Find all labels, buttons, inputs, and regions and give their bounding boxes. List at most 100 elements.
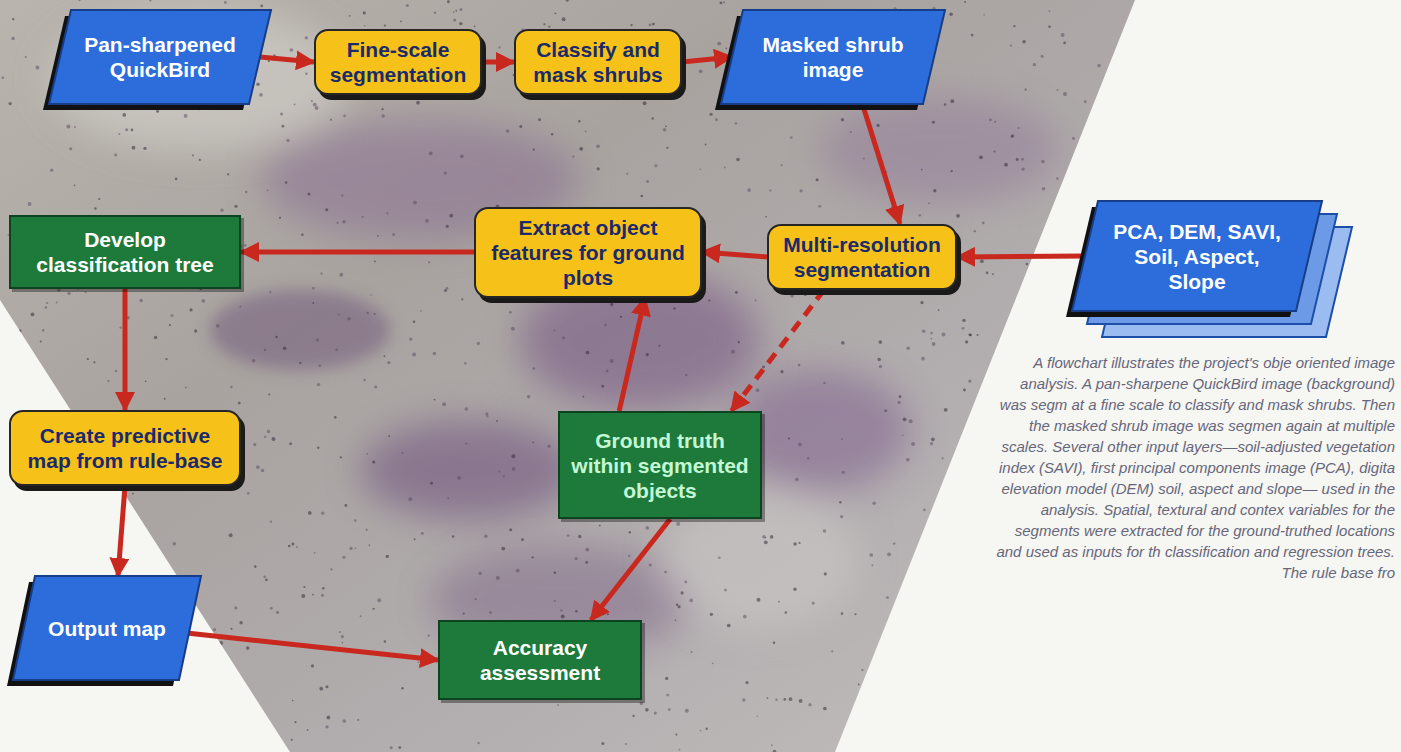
parallelogram-outline [721, 10, 945, 104]
shrub-dot [463, 612, 465, 614]
shrub-dot [1113, 712, 1117, 716]
shrub-dot [275, 336, 277, 338]
shrub-dot [289, 48, 293, 52]
shrub-dot [272, 437, 276, 441]
shrub-dot [952, 600, 954, 602]
shrub-dot [706, 728, 708, 730]
shrub-dot [778, 601, 780, 603]
shrub-dot [913, 711, 916, 714]
io-parallelogram: Output map [13, 576, 201, 680]
shrub-dot [909, 419, 913, 423]
shrub-dot [1012, 134, 1015, 137]
shrub-dot [289, 442, 292, 445]
shrub-dot [230, 628, 232, 630]
shrub-dot [932, 342, 936, 346]
process-box: Create predictive map from rule-base [9, 410, 241, 486]
shrub-dot [335, 348, 338, 351]
shrub-dot [646, 180, 649, 183]
node-label: PCA, DEM, SAVI, Soil, Aspect, Slope [1106, 219, 1288, 294]
shrub-dot [501, 547, 505, 551]
shrub-dot [995, 714, 997, 716]
shrub-dot [455, 10, 457, 12]
shrub-dot [886, 732, 889, 735]
shrub-dot [482, 298, 484, 300]
shrub-dot [610, 303, 613, 306]
shrub-dot [863, 158, 865, 160]
shrub-dot [312, 302, 314, 304]
shrub-dot [50, 718, 53, 721]
shrub-dot [738, 341, 740, 343]
shrub-dot [383, 355, 385, 357]
shrub-dot [527, 395, 531, 399]
shrub-dot [390, 746, 393, 749]
shrub-dot [968, 333, 971, 336]
shrub-dot [506, 129, 509, 132]
shrub-dot [164, 398, 166, 400]
shrub-dot [640, 702, 643, 705]
shrub-dot [630, 24, 632, 26]
shrub-dot [447, 0, 450, 3]
shrub-dot [244, 244, 247, 247]
shrub-dot [1076, 666, 1078, 668]
shrub-dot [991, 476, 994, 479]
shrub-dot [386, 555, 389, 558]
shrub-dot [1123, 571, 1127, 575]
shrub-dot [5, 737, 9, 741]
shrub-dot [962, 682, 966, 686]
shrub-dot [357, 719, 359, 721]
shrub-dot [25, 56, 27, 58]
shrub-dot [489, 611, 492, 614]
shrub-dot [785, 611, 788, 614]
shrub-dot [239, 621, 243, 625]
shrub-dot [851, 750, 854, 752]
shrub-dot [511, 454, 515, 458]
flow-arrow [682, 57, 732, 62]
shrub-dot [461, 298, 463, 300]
shrub-dot [294, 103, 296, 105]
shrub-dot [131, 129, 134, 132]
shrub-dot [610, 359, 614, 363]
shrub-dot [950, 99, 954, 103]
shrub-dot [689, 599, 693, 603]
shrub-dot [932, 121, 935, 124]
shrub-dot [114, 154, 117, 157]
shrub-dot [585, 130, 587, 132]
shrub-dot [265, 578, 268, 581]
shrub-dot [601, 385, 604, 388]
shrub-dot [446, 287, 449, 290]
shrub-dot [173, 715, 175, 717]
shrub-dot [1011, 655, 1013, 657]
shrub-dot [887, 552, 891, 556]
shrub-dot [831, 650, 833, 652]
shrub-dots [0, 0, 1135, 752]
shrub-dot [551, 133, 554, 136]
shrub-dot [392, 233, 395, 236]
shrub-dot [841, 118, 844, 121]
shrub-dot [234, 606, 237, 609]
shrub-dot [756, 716, 758, 718]
shrub-dot [296, 546, 298, 548]
shrub-dot [626, 173, 628, 175]
shrub-dot [498, 46, 500, 48]
shrub-dot [575, 610, 578, 613]
shrub-dot [46, 302, 48, 304]
shrub-dot [368, 544, 370, 546]
shrub-dot [585, 548, 589, 552]
shrub-dot [201, 299, 205, 303]
shrub-dot [66, 124, 70, 128]
shrub-dot [666, 147, 668, 149]
shrub-dot [1047, 456, 1050, 459]
shrub-dot [710, 613, 713, 616]
data-box: Develop classification tree [9, 215, 241, 289]
shrub-dot [1066, 650, 1069, 653]
shrub-dot [449, 214, 453, 218]
shrub-dot [872, 501, 875, 504]
shrub-dot [521, 538, 524, 541]
shrub-dot [270, 521, 272, 523]
shrub-dot [60, 727, 63, 730]
shrub-dot [247, 492, 249, 494]
shrub-dot [823, 382, 825, 384]
node-label: Fine-scale segmentation [326, 37, 470, 87]
shrub-dot [269, 291, 271, 293]
shrub-dot [425, 219, 429, 223]
